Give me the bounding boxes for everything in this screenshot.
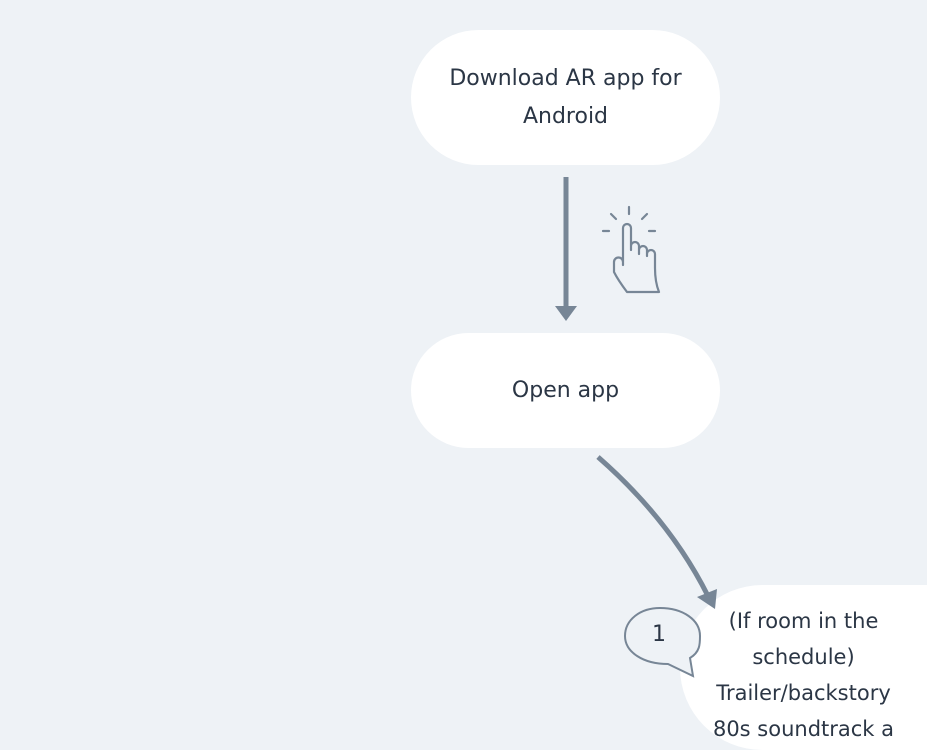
- node-download-app[interactable]: Download AR app for Android: [411, 30, 720, 165]
- comment-count: 1: [652, 622, 666, 647]
- node-text: Open app: [511, 377, 620, 403]
- node-text: schedule): [752, 645, 855, 669]
- comment-bubble-icon[interactable]: [623, 606, 702, 678]
- node-text: 80s soundtrack a: [712, 717, 895, 741]
- connector-download-to-open[interactable]: [555, 177, 577, 321]
- connector-open-to-trailer[interactable]: [596, 455, 717, 609]
- node-text: Android: [522, 103, 609, 129]
- node-text: Download AR app for: [449, 65, 682, 91]
- tap-hand-icon: [601, 205, 661, 294]
- node-open-app[interactable]: Open app: [411, 333, 720, 448]
- node-text: (If room in the: [728, 609, 879, 633]
- node-trailer-backstory[interactable]: (If room in the schedule) Trailer/backst…: [680, 585, 927, 750]
- node-text: Trailer/backstory: [716, 681, 891, 705]
